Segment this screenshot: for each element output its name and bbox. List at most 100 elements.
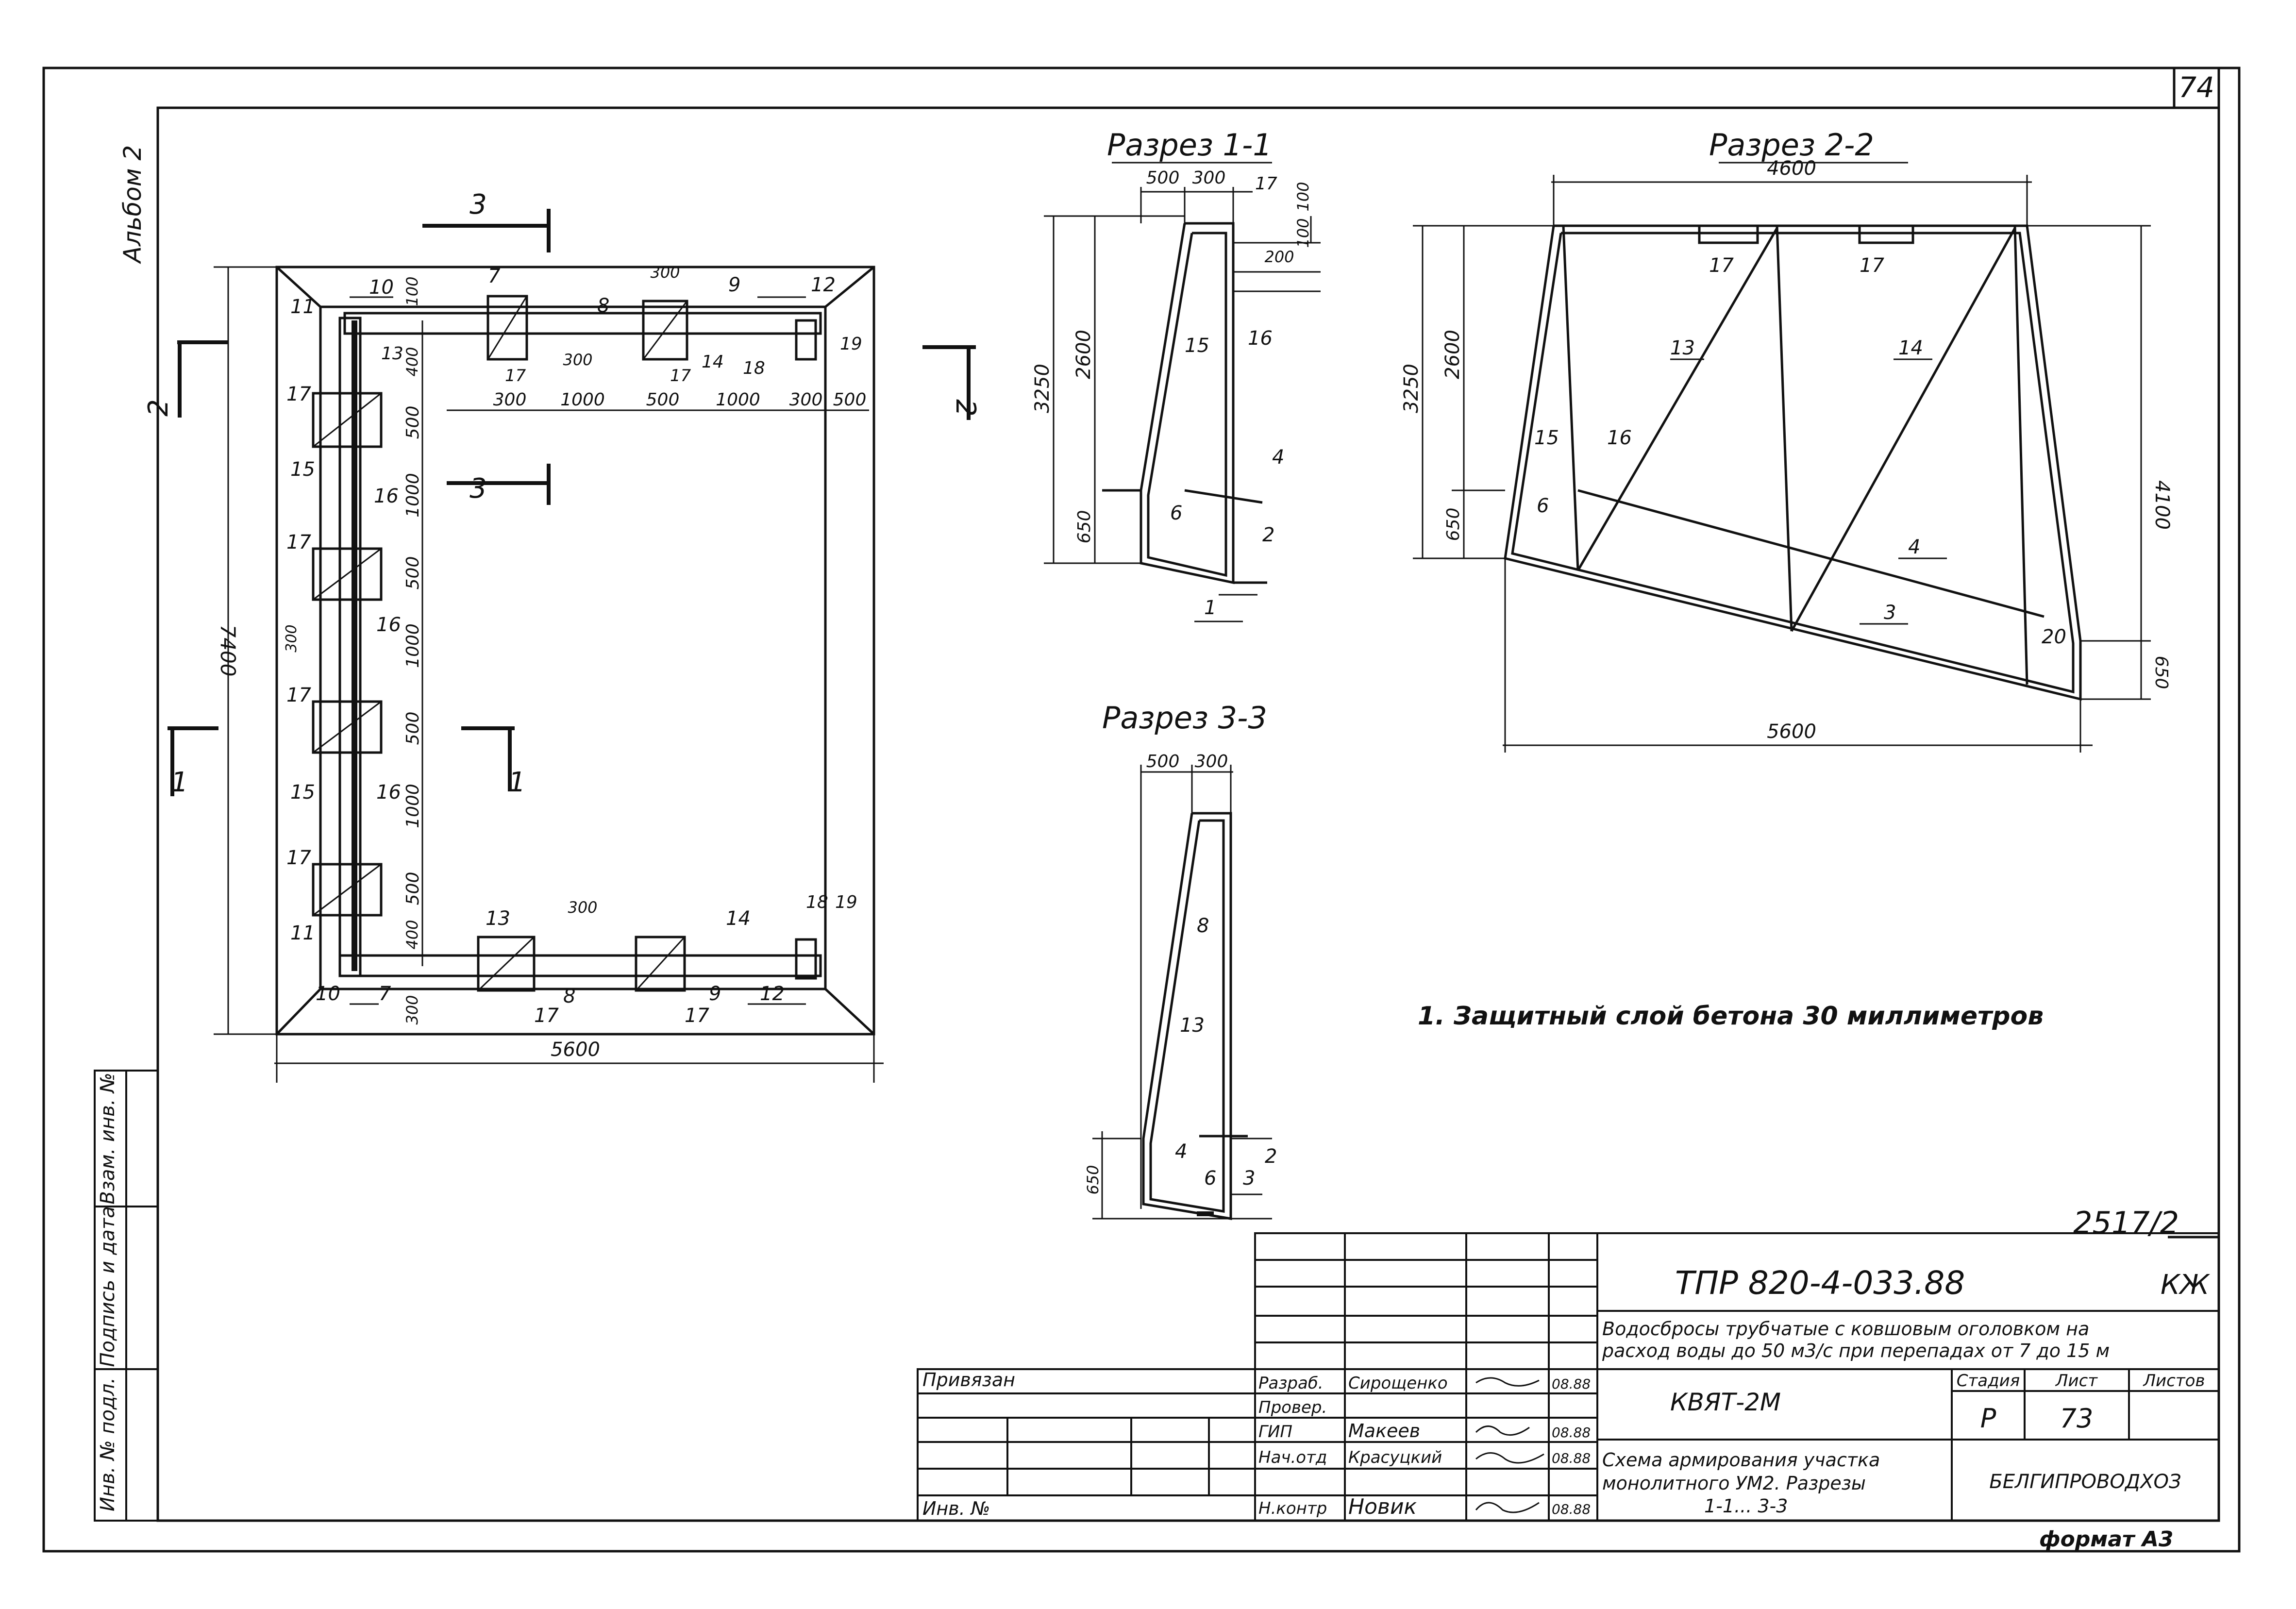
format-label: формат А3 [2039,1527,2174,1552]
cut-3-top: 3 [469,189,487,220]
role-5: Н.контр [1258,1499,1327,1518]
plan-pos-7b: 7 [379,983,391,1005]
plan-pos-9a: 9 [728,274,740,296]
plan-height-dim: 7400 [216,625,240,677]
sec11-dim-h100b: 100 [1294,218,1312,248]
stage-value: Р [1980,1403,1996,1434]
bottom-vert-dim-1: 400 [403,920,421,949]
side-dim-3: 500 [403,556,423,590]
role-1: Разраб. [1258,1374,1324,1393]
plan-pos-10a: 10 [369,276,394,299]
side-dim-6: 1000 [403,784,423,828]
top-dim-2: 1000 [560,390,605,410]
plan-pos-12a: 12 [811,274,836,296]
plan-pos-11a: 11 [290,296,315,318]
plan-pos-17d: 17 [286,531,311,553]
plan-width-dim: 5600 [551,1039,600,1061]
sec22-dim-upper: 2600 [1441,330,1464,379]
sec11-pos-17: 17 [1255,174,1277,194]
sec33-pos-3: 3 [1243,1167,1255,1190]
section-2-2: Разрез 2-2 [1400,127,2173,753]
plan-pos-14b: 14 [726,907,751,930]
top-dim-5: 300 [789,390,823,410]
sec11-dim-lower: 650 [1074,510,1094,544]
plan-pos-10b: 10 [316,983,340,1005]
plan-pos-15b: 15 [290,781,315,804]
top-dim-small: 300 [563,351,592,369]
sec11-pos-16: 16 [1248,327,1273,350]
sec22-pos-16: 16 [1607,427,1632,449]
role-2: Провер. [1258,1398,1327,1417]
sec11-pos-6: 6 [1170,502,1182,524]
sec22-pos-6: 6 [1537,495,1549,517]
top-vert-dim-1: 100 [403,276,421,306]
sec11-dim-h100a: 100 [1294,182,1312,211]
plan-pos-17h: 17 [685,1005,709,1027]
sheet-title-3: 1-1... 3-3 [1704,1495,1788,1517]
sec22-dim-total: 3250 [1400,364,1423,413]
sec22-dim-right-low: 650 [2151,656,2171,689]
sec22-title: Разрез 2-2 [1709,127,1874,163]
plan-pos-8b: 8 [563,985,575,1007]
side-dim-5: 500 [403,712,423,745]
sec33-pos-6: 6 [1204,1167,1216,1190]
sec22-pos-13: 13 [1670,337,1695,359]
doc-code: ТПР 820-4-033.88 [1675,1264,1965,1302]
sec33-pos-2: 2 [1265,1145,1277,1168]
organization: БЕЛГИПРОВОДХОЗ [1989,1471,2181,1493]
doc-number: 2517/2 [2073,1205,2179,1240]
concrete-cover-note: 1. Защитный слой бетона 30 миллиметров [1418,1002,2044,1031]
date-3: 08.88 [1552,1425,1591,1441]
inv-label: Инв. № [922,1498,990,1519]
top-dim-3: 500 [646,390,680,410]
sec22-pos-17a: 17 [1709,254,1734,277]
role-4: Нач.отд [1258,1448,1327,1467]
side-dim-7: 500 [403,872,423,905]
sec11-title: Разрез 1-1 [1107,127,1272,163]
top-dim-6: 500 [833,390,867,410]
side-dim-small: 300 [283,624,300,652]
plan-pos-16c: 16 [376,781,401,804]
plan-pos-14a: 14 [702,352,724,372]
plan-pos-19b: 19 [835,892,857,912]
plan-view: 5600 7400 2 2 1 1 3 3 300 1000 500 1000 … [143,189,981,1083]
album-label: Альбом 2 [118,145,147,264]
sec11-dim-w1: 500 [1146,168,1180,188]
plan-pos-15a: 15 [290,458,315,481]
sec11-pos-15: 15 [1185,335,1209,357]
sec33-pos-8: 8 [1197,915,1209,937]
plan-pos-19a: 19 [840,334,862,354]
doc-mark: КЖ [2161,1269,2211,1301]
sec22-dim-lower: 650 [1443,508,1463,541]
sheet-header: Лист [2055,1371,2098,1391]
desc-line-2: расход воды до 50 м3/с при перепадах от … [1602,1340,2110,1361]
cut-1-left: 1 [171,767,188,798]
sec11-dim-w2: 300 [1192,168,1226,188]
sec11-dim-total: 3250 [1031,364,1054,413]
sec22-pos-3: 3 [1884,602,1896,624]
name-1: Сирощенко [1348,1374,1448,1393]
sec22-pos-17b: 17 [1860,254,1884,277]
side-podpis: Подпись и дата [97,1206,119,1367]
sec22-pos-14: 14 [1898,337,1923,359]
sec11-dim-upper: 2600 [1073,330,1095,379]
plan-pos-18a: 18 [743,358,765,378]
cut-1-right: 1 [508,767,526,798]
plan-pos-17e: 17 [286,684,311,706]
plan-pos-11b: 11 [290,922,315,944]
plan-pos-9b: 9 [709,983,721,1005]
name-5: Новик [1348,1494,1417,1519]
sec11-dim-h200: 200 [1264,248,1294,266]
plan-pos-13a: 13 [381,344,403,364]
plan-pos-7a: 7 [488,265,501,287]
sec11-pos-1: 1 [1204,597,1216,619]
top-vert-dim-2: 400 [403,347,421,376]
corner-number: 74 [2179,71,2214,104]
side-vzam: Взам. инв. № [97,1073,119,1205]
plan-pos-18b: 18 [806,892,828,912]
name-3: Макеев [1348,1420,1420,1441]
privyazan-label: Привязан [922,1369,1015,1391]
plan-pos-17f: 17 [286,847,311,869]
side-dim-2: 1000 [403,473,423,518]
